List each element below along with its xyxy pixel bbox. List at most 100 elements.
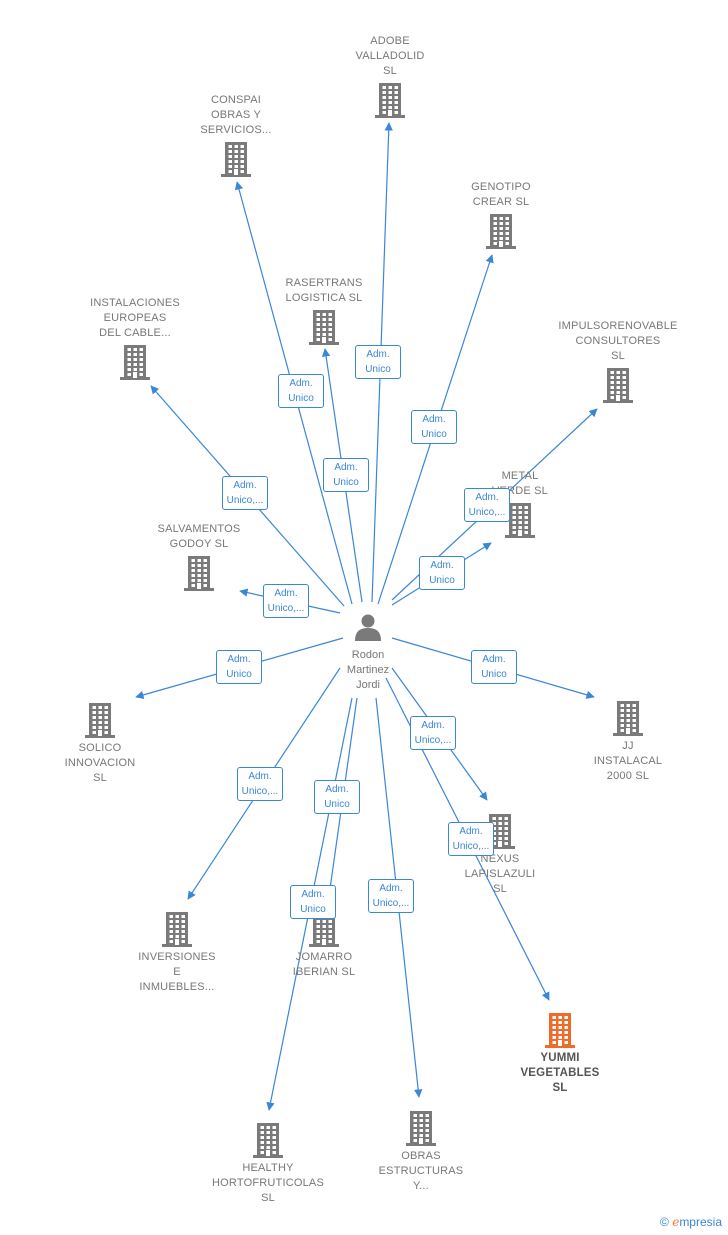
edge-label-line: Unico [429,575,455,586]
building-icon [485,814,515,849]
company-name-line: CONSPAI [210,94,262,106]
company-name-line: INSTALACIONES [90,297,180,309]
building-icon [120,345,150,380]
edge-label-genotipo[interactable]: Adm. Unico [411,410,457,444]
brand-initial: e [672,1215,680,1229]
edge-label-line: Unico [481,669,507,680]
company-name-line: ADOBE [370,35,410,47]
company-name-line: SL [611,350,625,362]
building-icon [85,703,115,738]
edge-label-impulsor[interactable]: Adm.Unico,... [464,488,510,522]
edge-label-line: Unico,... [226,495,264,506]
edge-label-yummi[interactable]: Adm.Unico,... [448,822,494,856]
company-name-line: Y... [413,1180,429,1192]
person-name-line-2: Martinez [346,664,390,676]
center-person[interactable]: Rodon Martinez Jordi [318,612,418,692]
company-name-line: IMPULSORENOVABLE [558,320,678,332]
building-icon [309,310,339,345]
edge-label-nexus[interactable]: Adm.Unico,... [410,716,456,750]
company-name-line: INNOVACION [64,757,136,769]
edge-label-line: Unico [421,429,447,440]
edge-label-line: Adm. [422,414,446,425]
company-name-line: IBERIAN SL [292,966,356,978]
company-name-line: SALVAMENTOS [157,523,241,535]
edge-label-line: Adm. [248,771,272,782]
company-name-line: JJ [622,740,634,752]
company-name-line: E [173,966,181,978]
company-name-line: HEALTHY [242,1162,294,1174]
company-name-line: INMUEBLES... [139,981,215,993]
edge-label-adobe[interactable]: Adm.Unico [355,345,401,379]
company-name-line: OBRAS Y [210,109,262,121]
edge-label-line: Adm. [482,654,506,665]
edge-label-line: Unico,... [452,841,490,852]
company-name-line: INVERSIONES [138,951,216,963]
company-name-line: VEGETABLES [520,1067,600,1079]
company-name-line: METAL [501,470,539,482]
building-icon [221,142,251,177]
edge-label-line: Adm. [430,560,454,571]
edge-label-line: Adm. [274,588,298,599]
edge-label-line: Unico,... [267,603,305,614]
building-icon [613,701,643,736]
company-name-line: YUMMI [540,1052,580,1064]
edge-label-line: Adm. [325,784,349,795]
company-name-line: SL [383,65,397,77]
company-name-line: SL [261,1192,275,1204]
company-node-obras[interactable]: OBRAS ESTRUCTURAS Y... [351,1107,491,1194]
company-name-line: ESTRUCTURAS [378,1165,464,1177]
edge-label-line: Unico [226,669,252,680]
edge-label-line: Unico [324,799,350,810]
brand-name: mpresia [679,1215,722,1229]
edge-label-healthy[interactable]: Adm. Unico [290,885,336,919]
edge-label-line: Unico [300,904,326,915]
edge-label-line: Adm. [475,492,499,503]
company-name-line: RASERTRANS [285,277,363,289]
edge-label-line: Unico [288,393,314,404]
edge-label-solico[interactable]: Adm.Unico [216,650,262,684]
edge-label-jomarro[interactable]: Adm. Unico [314,780,360,814]
building-icon [253,1123,283,1158]
company-name-line: SL [93,772,107,784]
edge-label-inversiones[interactable]: Adm.Unico,... [237,767,283,801]
edge-label-jj[interactable]: Adm. Unico [471,650,517,684]
edge-label-line: Adm. [379,883,403,894]
building-icon [184,556,214,591]
building-icon [505,503,535,538]
edge-label-line: Adm. [301,889,325,900]
edge-label-obras[interactable]: Adm.Unico,... [368,879,414,913]
edge-label-instalaciones[interactable]: Adm. Unico,... [222,476,268,510]
edge-label-line: Adm. [233,480,257,491]
company-name-line: OBRAS [401,1150,441,1162]
building-icon [603,368,633,403]
edge-label-rasertrans[interactable]: Adm.Unico [323,458,369,492]
edge-label-metal[interactable]: Adm. Unico [419,556,465,590]
edge-label-conspai[interactable]: Adm.Unico [278,374,324,408]
company-node-inversiones[interactable]: INVERSIONES E INMUEBLES... [107,908,247,995]
company-name-line: LAPISLAZULI [464,868,536,880]
edge-label-salvamentos[interactable]: Adm. Unico,... [263,584,309,618]
company-node-rasertrans[interactable]: RASERTRANS LOGISTICA SL [254,276,394,348]
company-name-line: LOGISTICA SL [285,292,363,304]
edge-label-line: Unico [365,364,391,375]
